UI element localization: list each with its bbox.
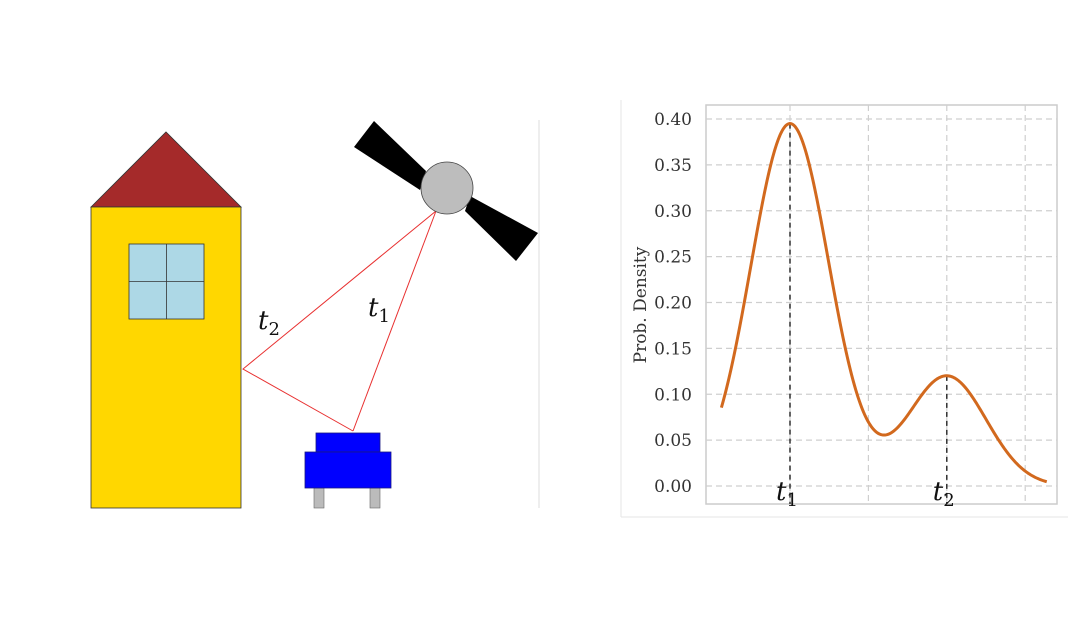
- y-tick-label: 0.15: [654, 339, 692, 359]
- car-cabin: [315, 432, 381, 453]
- grid-lines: [706, 105, 1057, 504]
- peak-markers: [789, 123, 948, 504]
- label-t2-path-base: t: [258, 306, 269, 336]
- y-tick-label: 0.40: [654, 110, 692, 130]
- signal-paths: [242, 210, 437, 432]
- car-wheel-right: [369, 487, 381, 509]
- car-wheel-left: [313, 487, 325, 509]
- marker-label-base: t: [933, 477, 944, 507]
- marker-label-sub: 1: [786, 490, 797, 511]
- label-t2-path: t2: [258, 306, 280, 340]
- car-icon: [304, 432, 392, 509]
- y-tick-label: 0.35: [654, 156, 692, 176]
- marker-label: t2: [933, 477, 955, 511]
- label-t1-path: t1: [368, 293, 390, 327]
- marker-label: t1: [776, 477, 798, 511]
- car-body: [304, 451, 392, 489]
- satellite-panel-left: [354, 121, 426, 190]
- y-tick-label: 0.20: [654, 294, 692, 314]
- house-icon: [90, 131, 242, 509]
- density-curve: [719, 122, 1048, 484]
- direct-path: [352, 210, 437, 432]
- y-tick-label: 0.05: [654, 431, 692, 451]
- multipath-illustration: t2 t1: [90, 120, 540, 509]
- satellite-body: [420, 161, 474, 215]
- marker-label-base: t: [776, 477, 787, 507]
- satellite-panel-right: [465, 196, 538, 261]
- house-roof: [90, 131, 242, 208]
- label-t1-path-sub: 1: [378, 306, 389, 327]
- y-tick-label: 0.00: [654, 477, 692, 497]
- y-tick-label: 0.25: [654, 248, 692, 268]
- y-tick-label: 0.30: [654, 202, 692, 222]
- density-chart: 0.00 0.05 0.10 0.15 0.20 0.25 0.30 0.35 0.40 Pro…: [620, 100, 1068, 518]
- y-axis-label: Prob. Density: [631, 246, 651, 363]
- reflected-path: [242, 210, 437, 432]
- y-tick-labels: 0.00 0.05 0.10 0.15 0.20 0.25 0.30 0.35 0.40: [654, 110, 692, 497]
- satellite-icon: [354, 121, 538, 261]
- label-t1-path-base: t: [368, 293, 379, 323]
- marker-label-sub: 2: [943, 490, 954, 511]
- label-t2-path-sub: 2: [268, 319, 279, 340]
- y-tick-label: 0.10: [654, 385, 692, 405]
